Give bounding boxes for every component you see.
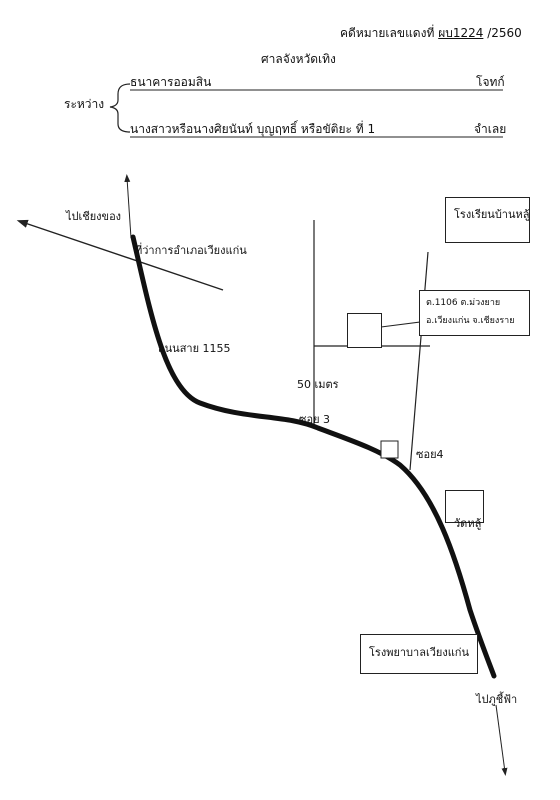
- to-chiang-khong-label: ไปเชียงของ: [66, 210, 122, 223]
- court-name: ศาลจังหวัดเทิง: [261, 52, 336, 66]
- soi4-label: ซอย4: [416, 448, 444, 461]
- brace: [109, 83, 131, 133]
- plaintiff-name: ธนาคารออมสิน: [130, 75, 212, 89]
- south-arrow: [495, 704, 508, 776]
- to-phu-chi-fa-label: ไปภูชี้ฟ้า: [476, 693, 518, 706]
- temple-label: วัดหลู้: [454, 517, 482, 530]
- property-box: [347, 313, 382, 348]
- address-line2: อ.เวียงแก่น จ.เชียงราย: [426, 316, 515, 326]
- property-callout-pointer: [380, 308, 421, 328]
- hospital-box: โรงพยาบาลเวียงแก่น: [360, 634, 478, 674]
- soi4-road: [409, 251, 429, 471]
- case-number: คดีหมายเลขแดงที่ ผบ1224 /2560: [340, 26, 522, 40]
- defendant-name: นางสาวหรือนางศิยนันท์ บุญฤทธิ์ หรือขัติย…: [130, 122, 376, 136]
- address-line1: ต.1106 ต.ม่วงยาย: [426, 298, 501, 308]
- defendant-role: จำเลย: [474, 122, 507, 136]
- house-marker: [380, 440, 399, 459]
- address-callout: ต.1106 ต.ม่วงยาย อ.เวียงแก่น จ.เชียงราย: [419, 290, 530, 336]
- school-box: โรงเรียนบ้านหลู้: [445, 197, 530, 243]
- between-label: ระหว่าง: [64, 97, 105, 111]
- main-road-1155: [130, 234, 497, 679]
- district-office-label: ที่ว่าการอำเภอเวียงแก่น: [135, 244, 247, 257]
- school-label: โรงเรียนบ้านหลู้: [454, 208, 530, 221]
- distance-label: 50 เมตร: [297, 378, 339, 391]
- north-arrow: [124, 174, 132, 239]
- temple-box: [445, 490, 484, 523]
- plaintiff-role: โจทก์: [476, 75, 505, 89]
- hospital-label: โรงพยาบาลเวียงแก่น: [369, 646, 469, 659]
- cross-road: [16, 219, 224, 291]
- soi3-label: ซอย 3: [299, 413, 331, 426]
- road-1155-label: ถนนสาย 1155: [158, 342, 231, 355]
